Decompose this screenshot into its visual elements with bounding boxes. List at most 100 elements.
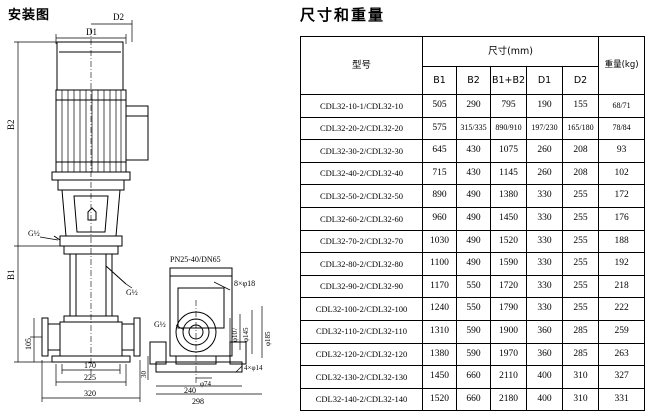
cell-b2: 490 bbox=[456, 206, 491, 231]
cell-weight: 102 bbox=[598, 161, 646, 186]
cell-b1b2: 1450 bbox=[490, 206, 527, 231]
cell-d2: 255 bbox=[561, 184, 600, 208]
label-phi107: φ107 bbox=[231, 327, 239, 342]
cell-model: CDL32-140-2/CDL32-140 bbox=[300, 387, 423, 412]
cell-d1: 197/230 bbox=[526, 116, 563, 141]
cell-b1b2: 1380 bbox=[490, 184, 527, 208]
cell-d2: 285 bbox=[561, 342, 600, 367]
cell-b1: 1100 bbox=[422, 252, 457, 276]
cell-d2: 285 bbox=[561, 319, 600, 344]
cell-d1: 330 bbox=[526, 252, 563, 276]
label-320: 320 bbox=[84, 389, 96, 398]
installation-title: 安装图 bbox=[8, 8, 51, 23]
cell-b1: 645 bbox=[422, 139, 457, 163]
col-header-b1: B1 bbox=[422, 66, 457, 95]
label-d1: D1 bbox=[86, 27, 97, 37]
cell-b1: 505 bbox=[422, 94, 457, 118]
cell-d2: 255 bbox=[561, 229, 600, 254]
cell-d1: 400 bbox=[526, 387, 563, 412]
cell-weight: 218 bbox=[598, 274, 646, 299]
cell-b1: 1450 bbox=[422, 365, 457, 389]
cell-model: CDL32-60-2/CDL32-60 bbox=[300, 206, 423, 231]
motor-fan-cover bbox=[56, 41, 124, 91]
label-105: 105 bbox=[24, 338, 33, 350]
cell-b2: 590 bbox=[456, 319, 491, 344]
label-g-half-flange: G½ bbox=[154, 320, 166, 329]
cell-weight: 68/71 bbox=[598, 94, 646, 118]
cell-b1: 1520 bbox=[422, 387, 457, 412]
cell-b1: 1380 bbox=[422, 342, 457, 367]
cell-b1: 715 bbox=[422, 161, 457, 186]
cell-weight: 259 bbox=[598, 319, 646, 344]
cell-d1: 330 bbox=[526, 297, 563, 321]
installation-drawing: D2 D1 B2 B1 105 G½ G½ 170 225 320 bbox=[6, 12, 272, 406]
dimension-header: 尺寸(mm) bbox=[421, 36, 600, 67]
cell-d1: 400 bbox=[526, 365, 563, 389]
cell-weight: 192 bbox=[598, 252, 646, 276]
label-pn: PN25-40/DN65 bbox=[170, 255, 221, 264]
weight-header: 重量(kg) bbox=[598, 36, 646, 95]
label-30: 30 bbox=[140, 371, 148, 379]
cell-model: CDL32-110-2/CDL32-110 bbox=[300, 319, 423, 344]
cell-b1b2: 890/910 bbox=[490, 116, 527, 141]
cell-model: CDL32-90-2/CDL32-90 bbox=[300, 274, 423, 299]
cell-d1: 330 bbox=[526, 229, 563, 254]
cell-d1: 260 bbox=[526, 161, 563, 186]
cell-weight: 93 bbox=[598, 139, 646, 163]
cell-b2: 490 bbox=[456, 229, 491, 254]
cell-d2: 255 bbox=[561, 297, 600, 321]
cell-d2: 208 bbox=[561, 139, 600, 163]
cell-weight: 78/84 bbox=[598, 116, 646, 141]
label-phi145: φ145 bbox=[242, 327, 250, 342]
cell-d1: 190 bbox=[526, 94, 563, 118]
cell-d2: 155 bbox=[561, 94, 600, 118]
cell-b1: 960 bbox=[422, 206, 457, 231]
cell-b1: 575 bbox=[422, 116, 457, 141]
label-298: 298 bbox=[192, 397, 204, 406]
col-header-d1: D1 bbox=[526, 66, 563, 95]
cell-b1b2: 2110 bbox=[490, 365, 527, 389]
col-header-b1b2: B1+B2 bbox=[490, 66, 527, 95]
cell-b1: 1310 bbox=[422, 319, 457, 344]
label-g-half-right: G½ bbox=[126, 288, 138, 297]
cell-b2: 290 bbox=[456, 94, 491, 118]
label-g-half-left: G½ bbox=[28, 229, 40, 238]
label-225: 225 bbox=[84, 373, 96, 382]
cell-b1b2: 1790 bbox=[490, 297, 527, 321]
cell-d2: 310 bbox=[561, 365, 600, 389]
cell-b1b2: 1720 bbox=[490, 274, 527, 299]
cell-model: CDL32-10-1/CDL32-10 bbox=[300, 94, 423, 118]
flange-detail-drawing: PN25-40/DN65 8×φ18 G½ φ107 φ145 φ185 φ74… bbox=[140, 255, 272, 406]
cell-b1b2: 1145 bbox=[490, 161, 527, 186]
cell-model: CDL32-100-2/CDL32-100 bbox=[300, 297, 423, 321]
cell-d1: 360 bbox=[526, 319, 563, 344]
col-header-d2: D2 bbox=[561, 66, 600, 95]
cell-model: CDL32-20-2/CDL32-20 bbox=[300, 116, 423, 141]
label-holes-bottom: 4×φ14 bbox=[244, 364, 263, 372]
label-b2: B2 bbox=[6, 119, 16, 130]
specs-title: 尺寸和重量 bbox=[300, 6, 386, 24]
cell-b1: 1240 bbox=[422, 297, 457, 321]
cell-d2: 255 bbox=[561, 252, 600, 276]
cell-model: CDL32-130-2/CDL32-130 bbox=[300, 365, 423, 389]
cell-b1b2: 1900 bbox=[490, 319, 527, 344]
col-header-b2: B2 bbox=[456, 66, 491, 95]
cell-model: CDL32-70-2/CDL32-70 bbox=[300, 229, 423, 254]
cell-d1: 330 bbox=[526, 274, 563, 299]
cell-d2: 255 bbox=[561, 206, 600, 231]
cell-b1b2: 1520 bbox=[490, 229, 527, 254]
cell-b2: 315/335 bbox=[456, 116, 491, 141]
cell-weight: 222 bbox=[598, 297, 646, 321]
cell-model: CDL32-50-2/CDL32-50 bbox=[300, 184, 423, 208]
label-240: 240 bbox=[184, 386, 196, 395]
cell-b1b2: 2180 bbox=[490, 387, 527, 412]
cell-d1: 360 bbox=[526, 342, 563, 367]
